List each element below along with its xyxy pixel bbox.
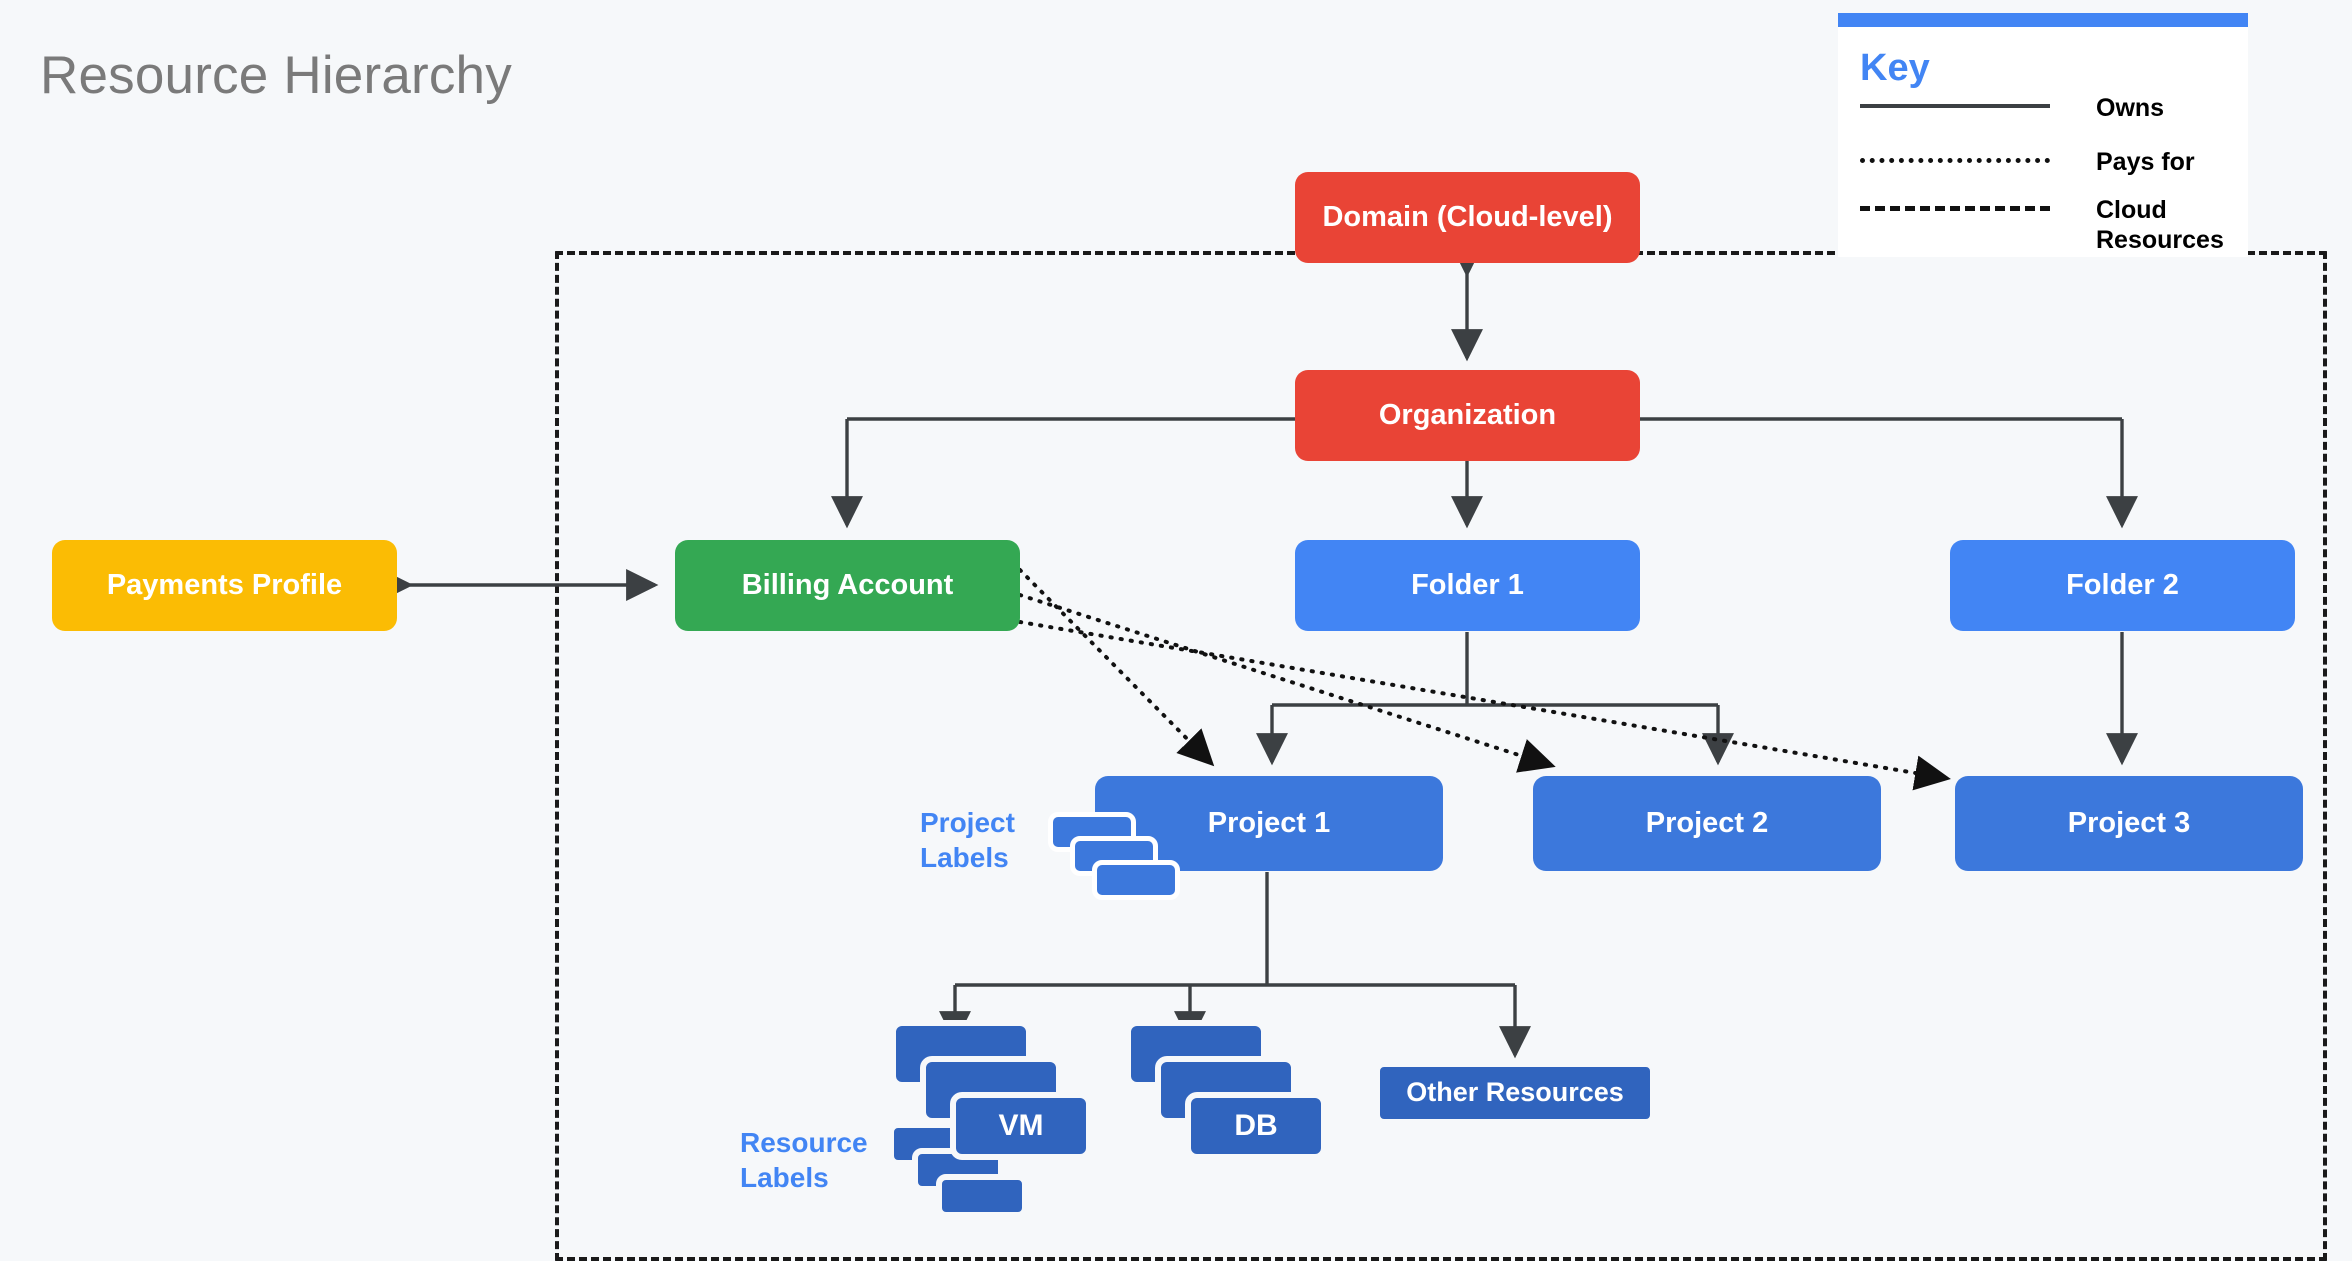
vm-card-front: VM <box>950 1092 1092 1160</box>
node-domain-label: Domain (Cloud-level) <box>1322 200 1613 233</box>
diagram-canvas: Resource Hierarchy <box>40 13 2327 1261</box>
key-header-bar <box>1838 13 2248 27</box>
node-project-3[interactable]: Project 3 <box>1955 776 2303 871</box>
node-folder-1-label: Folder 1 <box>1411 568 1524 601</box>
project-labels-chip-stack <box>1048 812 1188 900</box>
key-line-dashed-icon <box>1860 206 2050 211</box>
resource-labels-text: Resource Labels <box>740 1127 868 1193</box>
project-labels-text: Project Labels <box>920 807 1015 873</box>
node-vm-label: VM <box>998 1109 1044 1142</box>
key-row-owns: Owns <box>1860 93 2256 123</box>
node-organization[interactable]: Organization <box>1295 370 1640 461</box>
node-db-label: DB <box>1234 1109 1278 1142</box>
node-other-resources-label: Other Resources <box>1406 1077 1624 1108</box>
page-title: Resource Hierarchy <box>40 46 512 105</box>
node-project-2-label: Project 2 <box>1645 806 1769 839</box>
node-project-1-label: Project 1 <box>1207 806 1331 839</box>
node-billing-account[interactable]: Billing Account <box>675 540 1020 631</box>
label-chip <box>936 1174 1028 1218</box>
key-line-solid-icon <box>1860 104 2050 108</box>
node-vm[interactable]: VM <box>890 1020 1100 1190</box>
key-panel: Key Owns Pays for Cloud Resources <box>1838 13 2248 257</box>
node-db[interactable]: DB <box>1125 1020 1335 1190</box>
key-label-cloud-resources: Cloud Resources <box>2096 196 2224 254</box>
key-row-cloud-resources: Cloud Resources <box>1860 195 2256 255</box>
node-folder-2-label: Folder 2 <box>2066 568 2179 601</box>
node-project-3-label: Project 3 <box>2067 806 2191 839</box>
node-project-1[interactable]: Project 1 <box>1095 776 1443 871</box>
key-row-pays-for: Pays for <box>1860 147 2256 177</box>
key-body: Key Owns Pays for Cloud Resources <box>1838 27 2248 257</box>
node-domain[interactable]: Domain (Cloud-level) <box>1295 172 1640 263</box>
node-payments-profile[interactable]: Payments Profile <box>52 540 397 631</box>
key-label-pays-for: Pays for <box>2096 148 2195 176</box>
node-folder-1[interactable]: Folder 1 <box>1295 540 1640 631</box>
key-title: Key <box>1860 47 1930 89</box>
node-project-2[interactable]: Project 2 <box>1533 776 1881 871</box>
node-organization-label: Organization <box>1378 398 1557 431</box>
node-payments-profile-label: Payments Profile <box>106 568 343 601</box>
node-folder-2[interactable]: Folder 2 <box>1950 540 2295 631</box>
db-card-front: DB <box>1185 1092 1327 1160</box>
node-other-resources[interactable]: Other Resources <box>1375 1062 1655 1124</box>
key-line-dotted-icon <box>1860 158 2050 163</box>
node-billing-account-label: Billing Account <box>741 568 954 601</box>
key-label-owns: Owns <box>2096 94 2165 122</box>
label-chip <box>1092 860 1180 900</box>
